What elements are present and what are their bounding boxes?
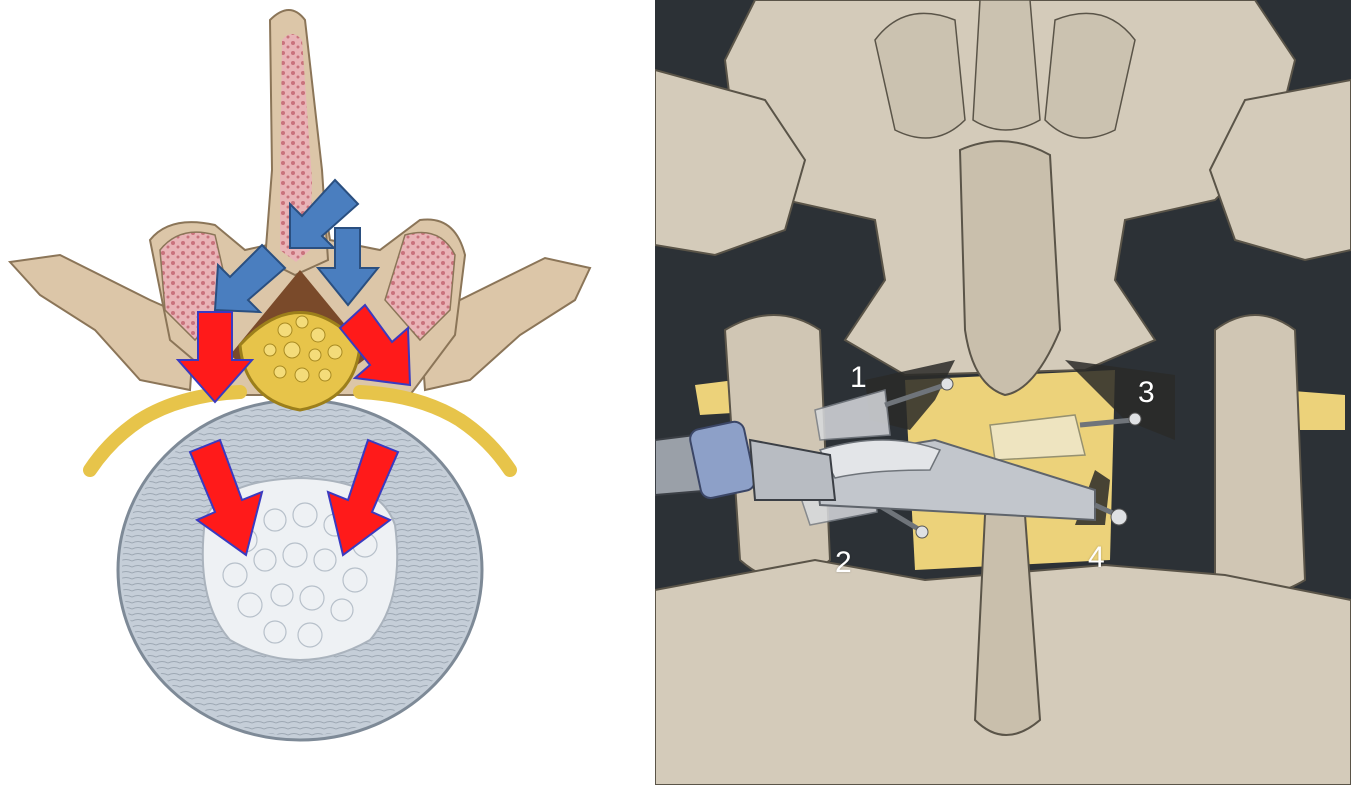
position-label-3: 3: [1138, 378, 1155, 408]
upper-spinous-process: [960, 141, 1060, 395]
position-label-4: 4: [1088, 543, 1105, 573]
position-label-1: 1: [850, 363, 867, 393]
posterior-view-svg: [655, 0, 1351, 785]
posterior-endoscopy-illustration: 1 2 3 4: [655, 0, 1351, 785]
axial-vertebra-illustration: [0, 0, 650, 785]
right-facet-column: [1215, 315, 1305, 595]
top-center-lobe: [973, 0, 1040, 130]
position-label-2: 2: [835, 548, 852, 578]
axial-vertebra-svg: [0, 0, 650, 785]
